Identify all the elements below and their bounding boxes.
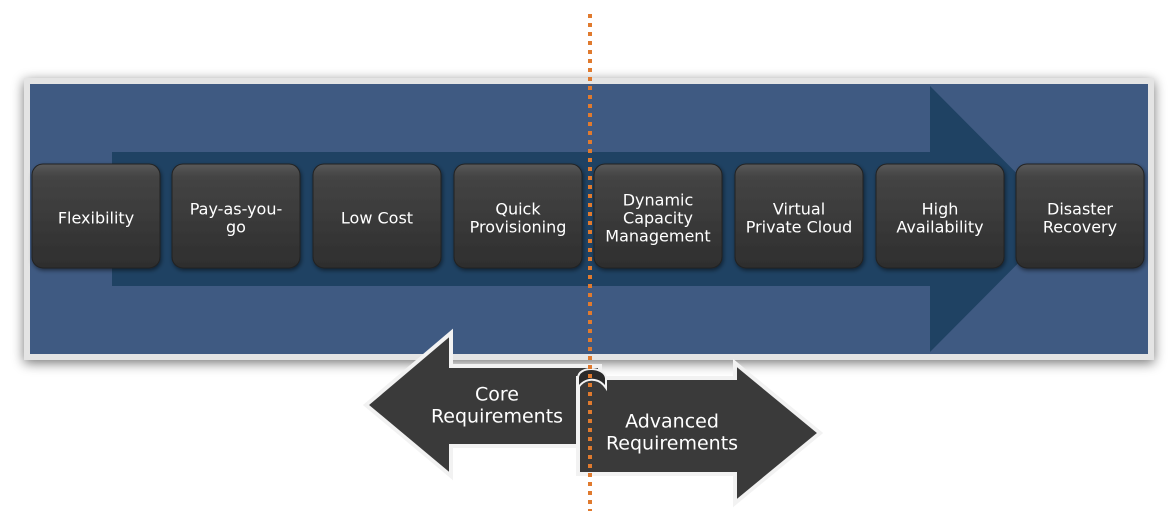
text-line: go bbox=[226, 217, 246, 236]
text-line: Virtual bbox=[773, 199, 825, 218]
flow-arrow bbox=[112, 86, 1062, 352]
text-line: Flexibility bbox=[58, 208, 134, 227]
text-line: Management bbox=[605, 226, 710, 245]
text-line: Requirements bbox=[606, 433, 738, 455]
arrow-curl bbox=[577, 368, 607, 392]
text-line: High bbox=[922, 199, 959, 218]
text-line: Requirements bbox=[431, 406, 563, 428]
text-line: Quick bbox=[495, 199, 541, 218]
text-line: Dynamic bbox=[623, 190, 694, 209]
text-line: Disaster bbox=[1047, 199, 1113, 218]
text-line: Advanced bbox=[625, 411, 719, 433]
card-label: Flexibility bbox=[58, 208, 134, 227]
text-line: Core bbox=[475, 384, 519, 406]
text-line: Capacity bbox=[623, 208, 693, 227]
card-low-cost: Low Cost bbox=[312, 163, 442, 269]
text-line: Availability bbox=[896, 217, 983, 236]
text-line: Recovery bbox=[1043, 217, 1117, 236]
text-line: Private Cloud bbox=[746, 217, 853, 236]
capability-cards: Flexibility Pay-as-you-go Low Cost Quick… bbox=[31, 163, 1145, 269]
text-line: Pay-as-you- bbox=[190, 199, 283, 218]
text-line: Provisioning bbox=[470, 217, 567, 236]
card-pay-as-you-go: Pay-as-you-go bbox=[171, 163, 301, 269]
card-flexibility: Flexibility bbox=[31, 163, 161, 269]
card-label: Pay-as-you-go bbox=[190, 199, 283, 236]
text-line: Low Cost bbox=[341, 208, 413, 227]
card-label: Low Cost bbox=[341, 208, 413, 227]
